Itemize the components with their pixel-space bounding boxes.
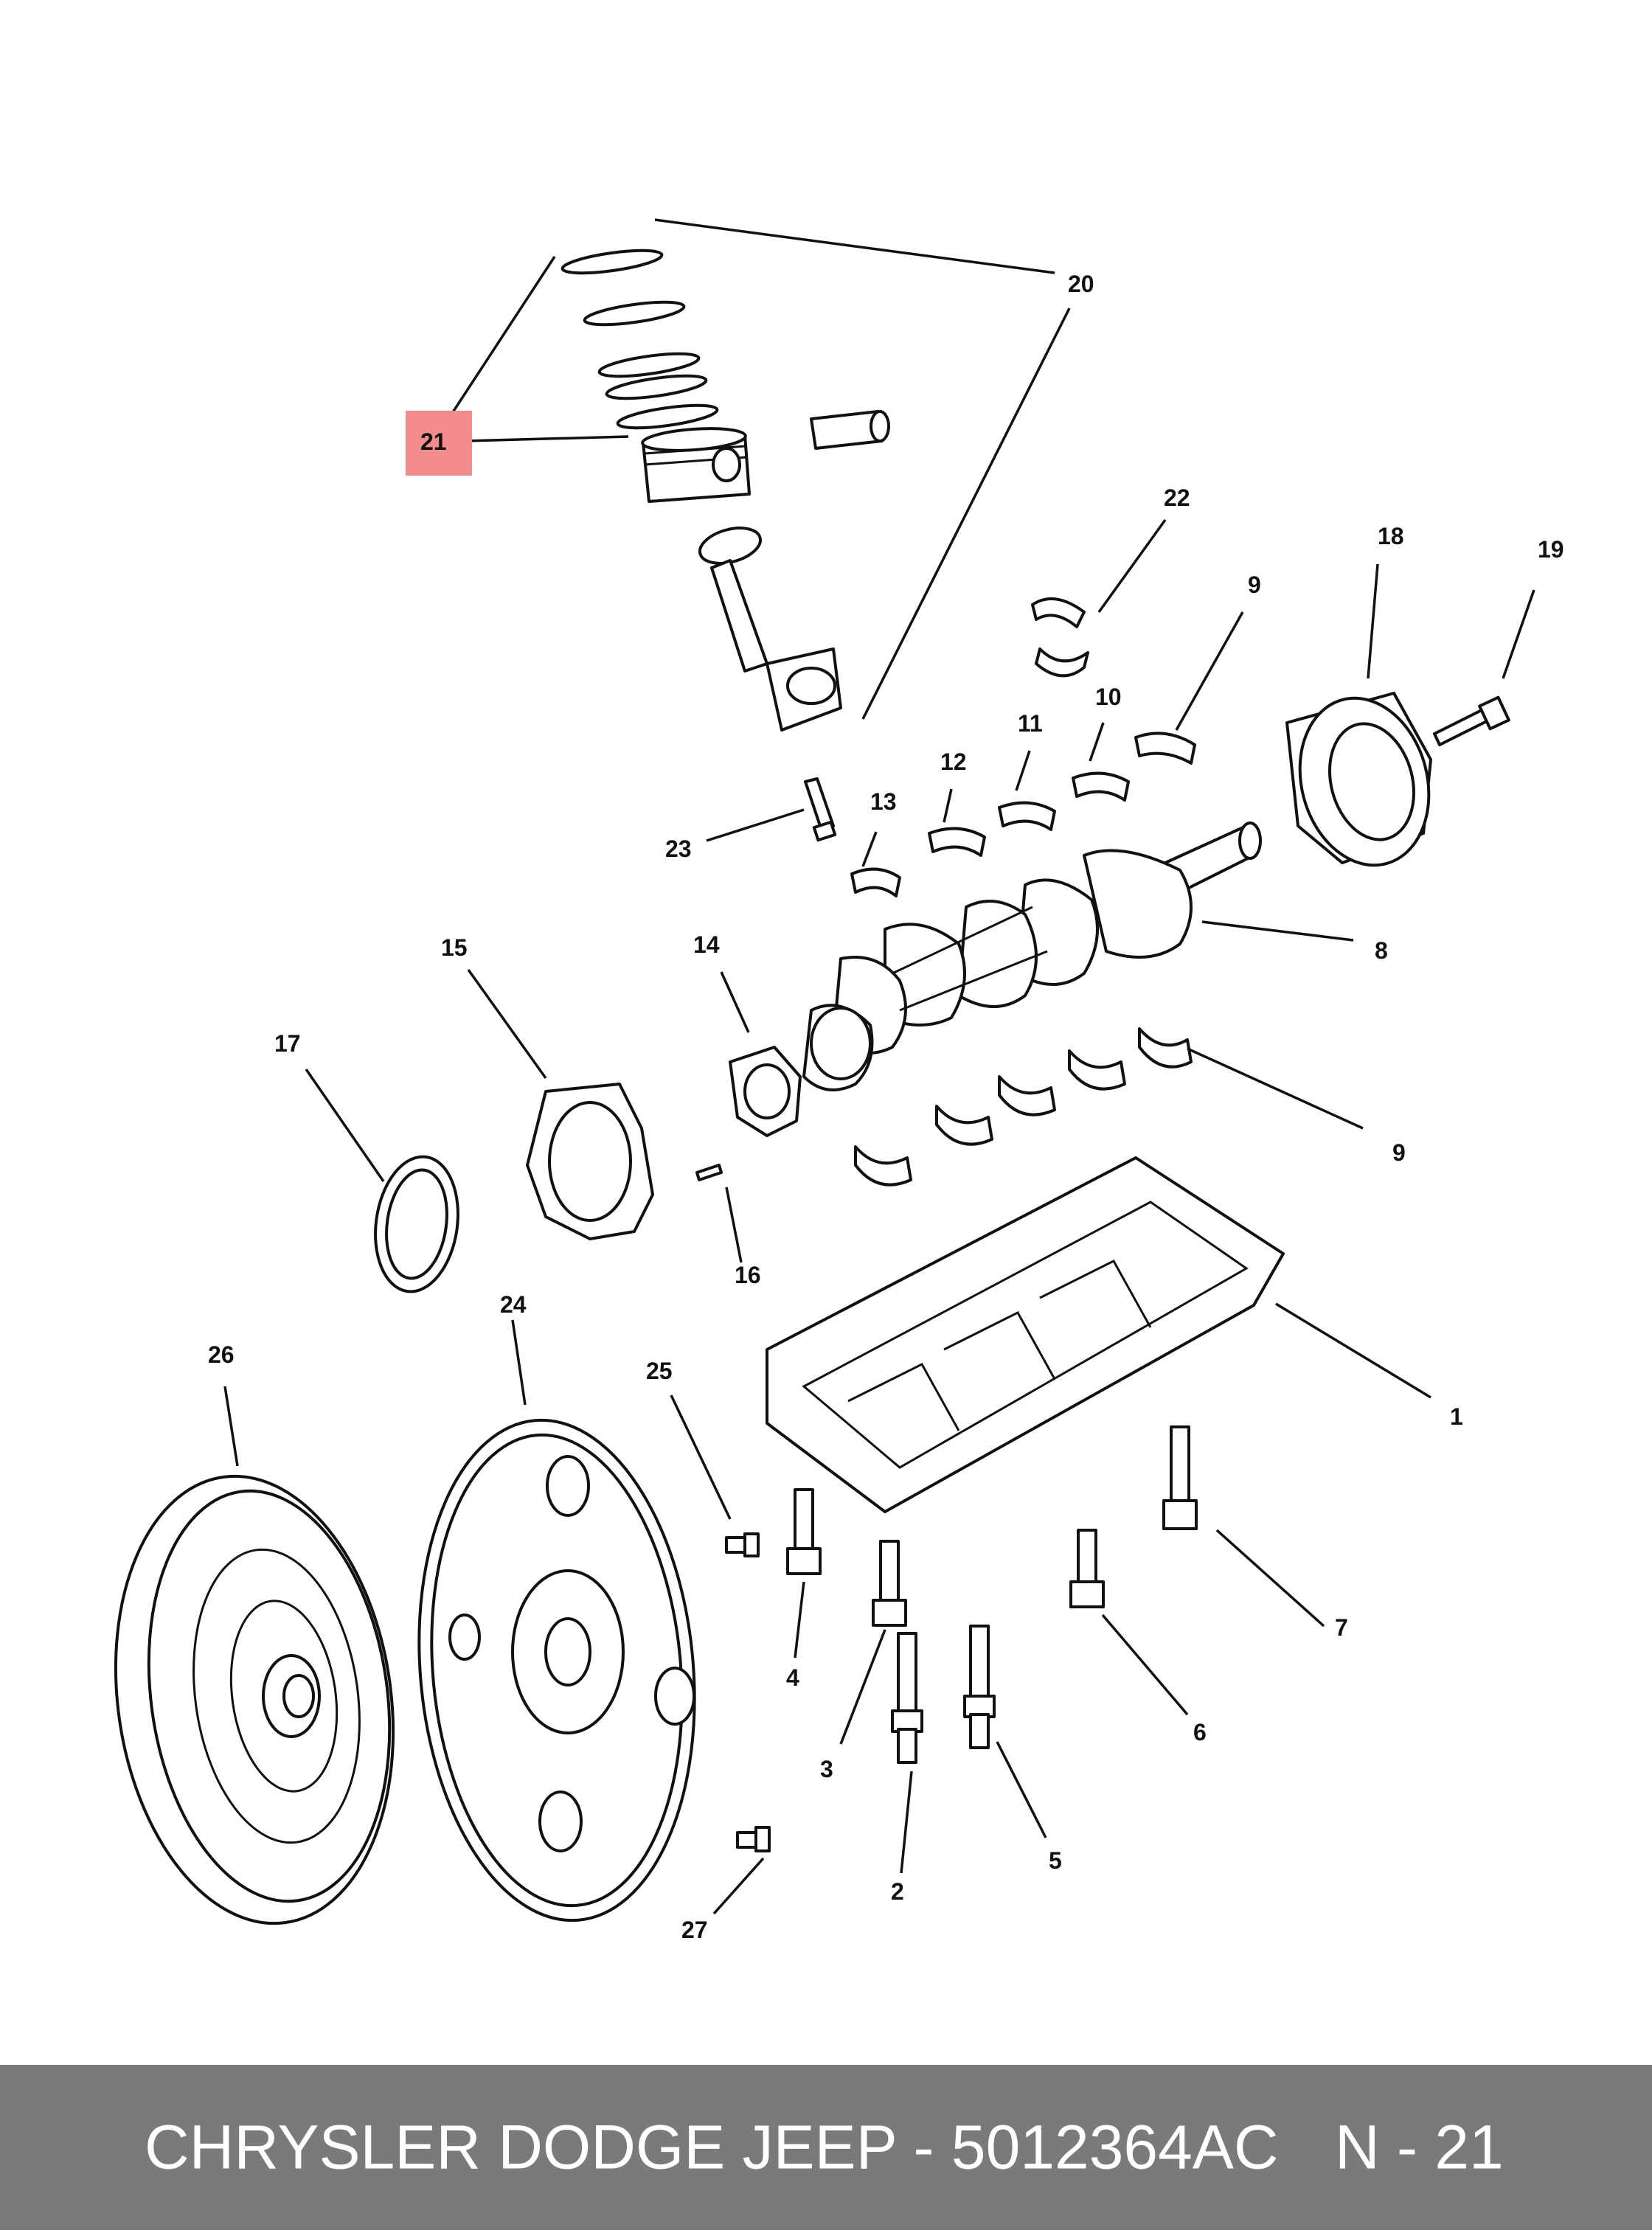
- callout-24: 24: [500, 1291, 527, 1318]
- callout-25: 25: [646, 1358, 673, 1384]
- callout-6: 6: [1193, 1719, 1207, 1746]
- callout-9a: 9: [1248, 572, 1261, 598]
- callout-19: 19: [1538, 536, 1564, 563]
- connecting-rod: [698, 527, 842, 732]
- footer-diagram-ref: N - 21: [1335, 2112, 1504, 2182]
- rod-bearing-shells: [1031, 597, 1089, 678]
- callout-9b: 9: [1392, 1139, 1406, 1166]
- callout-3: 3: [820, 1756, 833, 1782]
- bolt-27: [736, 1826, 771, 1852]
- callout-15: 15: [441, 934, 468, 961]
- torque-converter: [114, 1474, 395, 1925]
- callout-2: 2: [891, 1878, 904, 1905]
- callout-21: 21: [420, 428, 447, 455]
- piston: [641, 427, 751, 503]
- bolt-4: [786, 1488, 822, 1575]
- highlight-box: [406, 411, 472, 476]
- upper-main-bearings: [850, 732, 1196, 897]
- flexplate: [417, 1418, 696, 1922]
- lower-main-bearings: [854, 1027, 1193, 1187]
- callout-17: 17: [274, 1030, 301, 1057]
- callout-26: 26: [208, 1341, 235, 1368]
- callout-12: 12: [940, 748, 967, 775]
- callout-8: 8: [1375, 937, 1388, 964]
- rear-main-seal: [374, 1155, 459, 1293]
- dowel-pin: [695, 1164, 723, 1181]
- callout-11: 11: [1018, 710, 1043, 737]
- callout-22: 22: [1164, 484, 1190, 511]
- rod-bolt: [804, 777, 837, 842]
- piston-pin: [810, 410, 890, 450]
- callout-labels: 20 21 22 18 19 9 10 11 12 13 23 8 14 15 …: [208, 271, 1564, 1943]
- bolt-2: [891, 1632, 923, 1764]
- bolt-25: [725, 1532, 760, 1557]
- bolt-6: [1069, 1529, 1105, 1608]
- callout-1: 1: [1450, 1403, 1463, 1430]
- tone-wheel: [526, 1083, 654, 1240]
- callout-10: 10: [1095, 684, 1122, 710]
- callout-4: 4: [786, 1664, 799, 1691]
- exploded-parts-diagram: 20 21 22 18 19 9 10 11 12 13 23 8 14 15 …: [114, 218, 1564, 1943]
- callout-5: 5: [1049, 1847, 1062, 1874]
- callout-20: 20: [1068, 271, 1094, 297]
- thrust-washer: [729, 1046, 802, 1137]
- callout-13: 13: [870, 788, 897, 815]
- piston-rings: [560, 249, 719, 430]
- leader-lines: [223, 218, 1535, 1915]
- callout-7: 7: [1335, 1614, 1348, 1641]
- damper-bolt: [1433, 695, 1510, 746]
- crankshaft: [802, 822, 1262, 1091]
- bedplate: [766, 1156, 1285, 1513]
- callout-14: 14: [693, 931, 720, 958]
- bolt-5: [963, 1625, 996, 1749]
- bedplate-bolts: [725, 1425, 1198, 1852]
- bolt-7: [1162, 1425, 1198, 1530]
- footer-part-number: CHRYSLER DODGE JEEP - 5012364AC: [145, 2112, 1279, 2182]
- callout-23: 23: [665, 836, 692, 862]
- footer-bar: CHRYSLER DODGE JEEP - 5012364AC N - 21: [0, 2065, 1652, 2230]
- callout-16: 16: [735, 1262, 761, 1288]
- callout-18: 18: [1378, 523, 1404, 549]
- callout-27: 27: [681, 1917, 708, 1943]
- vibration-damper: [1285, 692, 1432, 867]
- bolt-3: [872, 1540, 907, 1627]
